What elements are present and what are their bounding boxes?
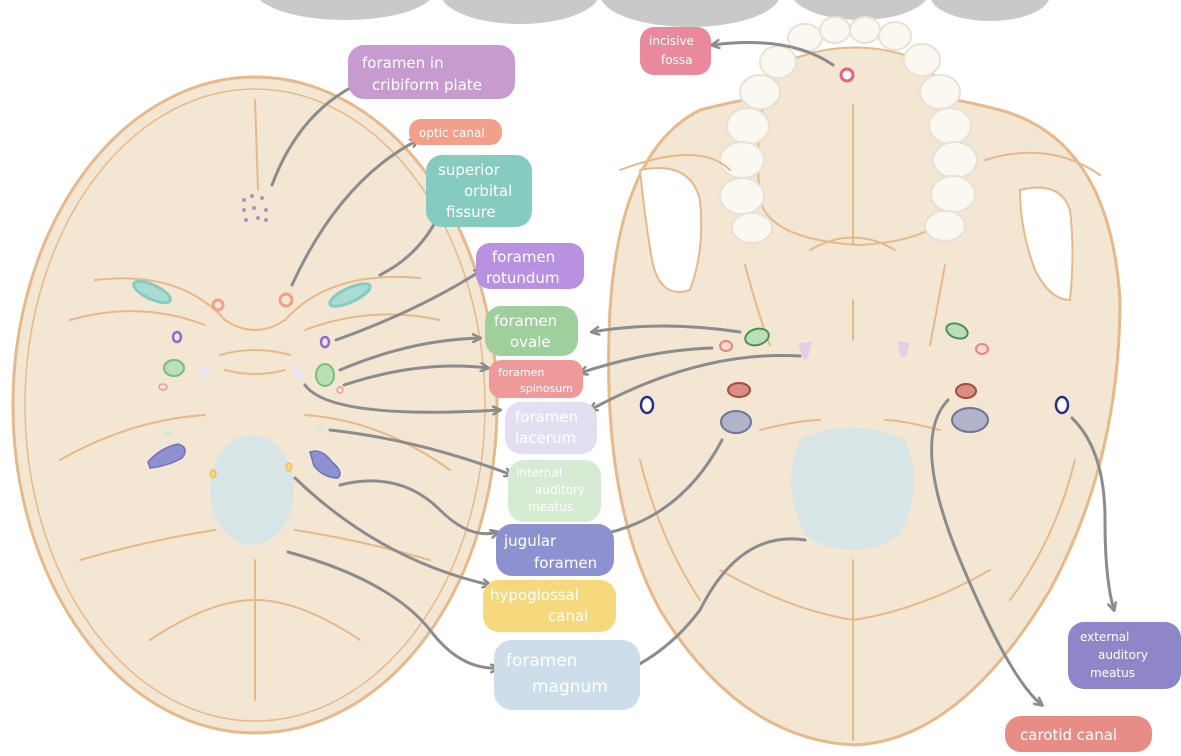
- label-text: auditory: [535, 483, 585, 497]
- jugular-foramen-ext-right: [952, 408, 988, 432]
- foramen-ovale-right: [316, 364, 334, 386]
- label-text: jugular: [503, 532, 557, 550]
- label-text: meatus: [1090, 666, 1135, 680]
- label-text: spinosum: [520, 382, 573, 395]
- hypoglossal-canal-left: [210, 470, 216, 478]
- foramen-magnum-external: [791, 428, 914, 551]
- label-text: internal: [516, 466, 562, 480]
- label-foramen-magnum: foramen magnum: [494, 640, 640, 710]
- svg-text:cribiform plate: cribiform plate: [372, 76, 482, 94]
- label-text: foramen: [494, 312, 557, 330]
- label-text: lacerum: [515, 429, 576, 447]
- label-superior-orbital-fissure: superior orbital fissure: [426, 155, 532, 227]
- label-jugular-foramen: jugular foramen: [496, 524, 614, 576]
- label-text: magnum: [532, 677, 608, 697]
- svg-text:foramen in: foramen in: [362, 54, 444, 72]
- label-text: foramen: [506, 651, 578, 671]
- label-external-auditory-meatus: external auditory meatus: [1068, 622, 1181, 689]
- label-incisive-fossa: incisive fossa: [640, 27, 711, 75]
- label-optic-canal: optic canal: [409, 119, 502, 145]
- label-foramen-spinosum: foramen spinosum: [489, 360, 583, 398]
- label-text: incisive: [649, 34, 694, 48]
- foramen-spinosum-ext-right: [976, 344, 988, 354]
- label-text: foramen: [515, 408, 578, 426]
- internal-auditory-meatus-right: [316, 425, 324, 431]
- label-internal-auditory-meatus: internal auditory meatus: [508, 460, 601, 522]
- label-foramen-rotundum: foramen rotundum: [476, 243, 584, 289]
- label-text: foramen: [498, 366, 544, 379]
- jugular-foramen-ext-left: [721, 411, 751, 433]
- label-text: foramen: [534, 554, 597, 572]
- internal-auditory-meatus-left: [164, 430, 172, 436]
- foramen-ovale-left: [164, 360, 184, 376]
- foramen-spinosum-ext-left: [720, 341, 732, 351]
- label-text: rotundum: [486, 269, 560, 287]
- label-text: ovale: [510, 333, 551, 351]
- label-text: foramen: [492, 248, 555, 266]
- label-text: carotid canal: [1020, 726, 1117, 744]
- top-decoration: [255, 0, 1050, 27]
- label-text: orbital: [464, 182, 512, 200]
- label-text: superior: [438, 161, 501, 179]
- label-cribriform-foramen: foramen in cribiform plate: [348, 45, 515, 99]
- incisive-fossa-opening: [841, 69, 853, 81]
- external-auditory-meatus-left: [641, 397, 653, 413]
- label-text: cribiform plate: [372, 76, 482, 94]
- posterior-fossa-region: [210, 435, 294, 545]
- label-text: hypoglossal: [490, 586, 579, 604]
- carotid-canal-ext-left: [728, 383, 750, 397]
- label-text: foramen in: [362, 54, 444, 72]
- carotid-canal-ext-right: [956, 384, 976, 398]
- label-text: optic canal: [419, 126, 485, 140]
- external-skull-base: [609, 17, 1120, 745]
- external-auditory-meatus-right: [1056, 397, 1068, 413]
- label-text: fossa: [661, 53, 692, 67]
- label-text: fissure: [446, 203, 496, 221]
- internal-skull-base: [13, 77, 497, 733]
- label-foramen-lacerum: foramen lacerum: [505, 402, 597, 454]
- label-text: auditory: [1098, 648, 1148, 662]
- label-text: canal: [548, 607, 588, 625]
- label-text: meatus: [528, 500, 573, 514]
- label-foramen-ovale: foramen ovale: [485, 306, 578, 356]
- label-hypoglossal-canal: hypoglossal canal: [483, 580, 616, 632]
- hypoglossal-canal-right: [286, 463, 292, 471]
- label-text: external: [1080, 630, 1129, 644]
- label-carotid-canal: carotid canal: [1005, 716, 1152, 752]
